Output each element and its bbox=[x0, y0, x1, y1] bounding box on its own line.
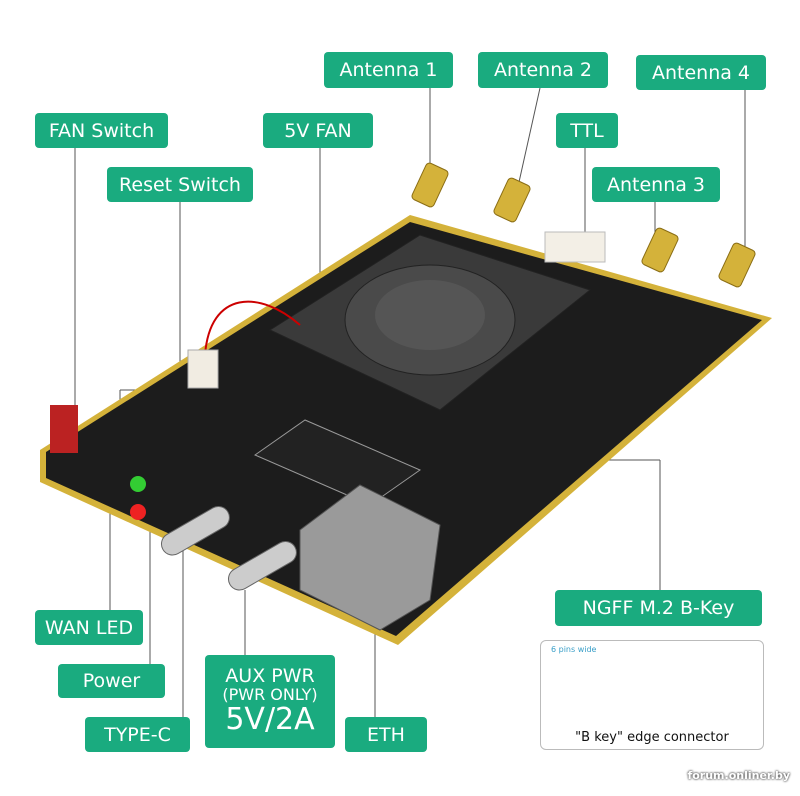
b-key-inset: 6 pins wide "B key" edge connector bbox=[540, 640, 764, 750]
label-antenna-2: Antenna 2 bbox=[478, 52, 608, 88]
b-key-caption: "B key" edge connector bbox=[575, 730, 729, 745]
label-antenna-3: Antenna 3 bbox=[592, 167, 720, 202]
label-power: Power bbox=[58, 664, 165, 698]
aux-pwr-note: (PWR ONLY) bbox=[222, 685, 318, 705]
antenna-connectors bbox=[411, 162, 756, 288]
label-eth: ETH bbox=[345, 717, 427, 752]
label-reset-switch: Reset Switch bbox=[107, 167, 253, 202]
label-antenna-1: Antenna 1 bbox=[324, 52, 453, 88]
label-aux-pwr: AUX PWR (PWR ONLY) 5V/2A bbox=[205, 655, 335, 748]
m2-slot bbox=[253, 419, 422, 506]
label-5v-fan: 5V FAN bbox=[263, 113, 373, 148]
label-ngff-m2: NGFF M.2 B-Key bbox=[555, 590, 762, 626]
label-antenna-4: Antenna 4 bbox=[636, 55, 766, 90]
label-fan-switch: FAN Switch bbox=[35, 113, 168, 148]
aux-pwr-port bbox=[227, 541, 297, 591]
label-type-c: TYPE-C bbox=[85, 717, 190, 752]
aux-pwr-rating: 5V/2A bbox=[225, 702, 315, 738]
watermark: forum.onliner.by bbox=[687, 769, 790, 782]
fan-switch bbox=[50, 405, 78, 453]
wan-led bbox=[130, 476, 146, 492]
pins-wide-note: 6 pins wide bbox=[551, 645, 597, 654]
label-wan-led: WAN LED bbox=[35, 610, 143, 645]
eth-port bbox=[299, 484, 441, 631]
aux-pwr-title: AUX PWR bbox=[225, 665, 315, 688]
label-ttl: TTL bbox=[556, 113, 618, 148]
type-c-port bbox=[160, 506, 230, 556]
power-led bbox=[130, 504, 146, 520]
ttl-header bbox=[544, 231, 606, 263]
